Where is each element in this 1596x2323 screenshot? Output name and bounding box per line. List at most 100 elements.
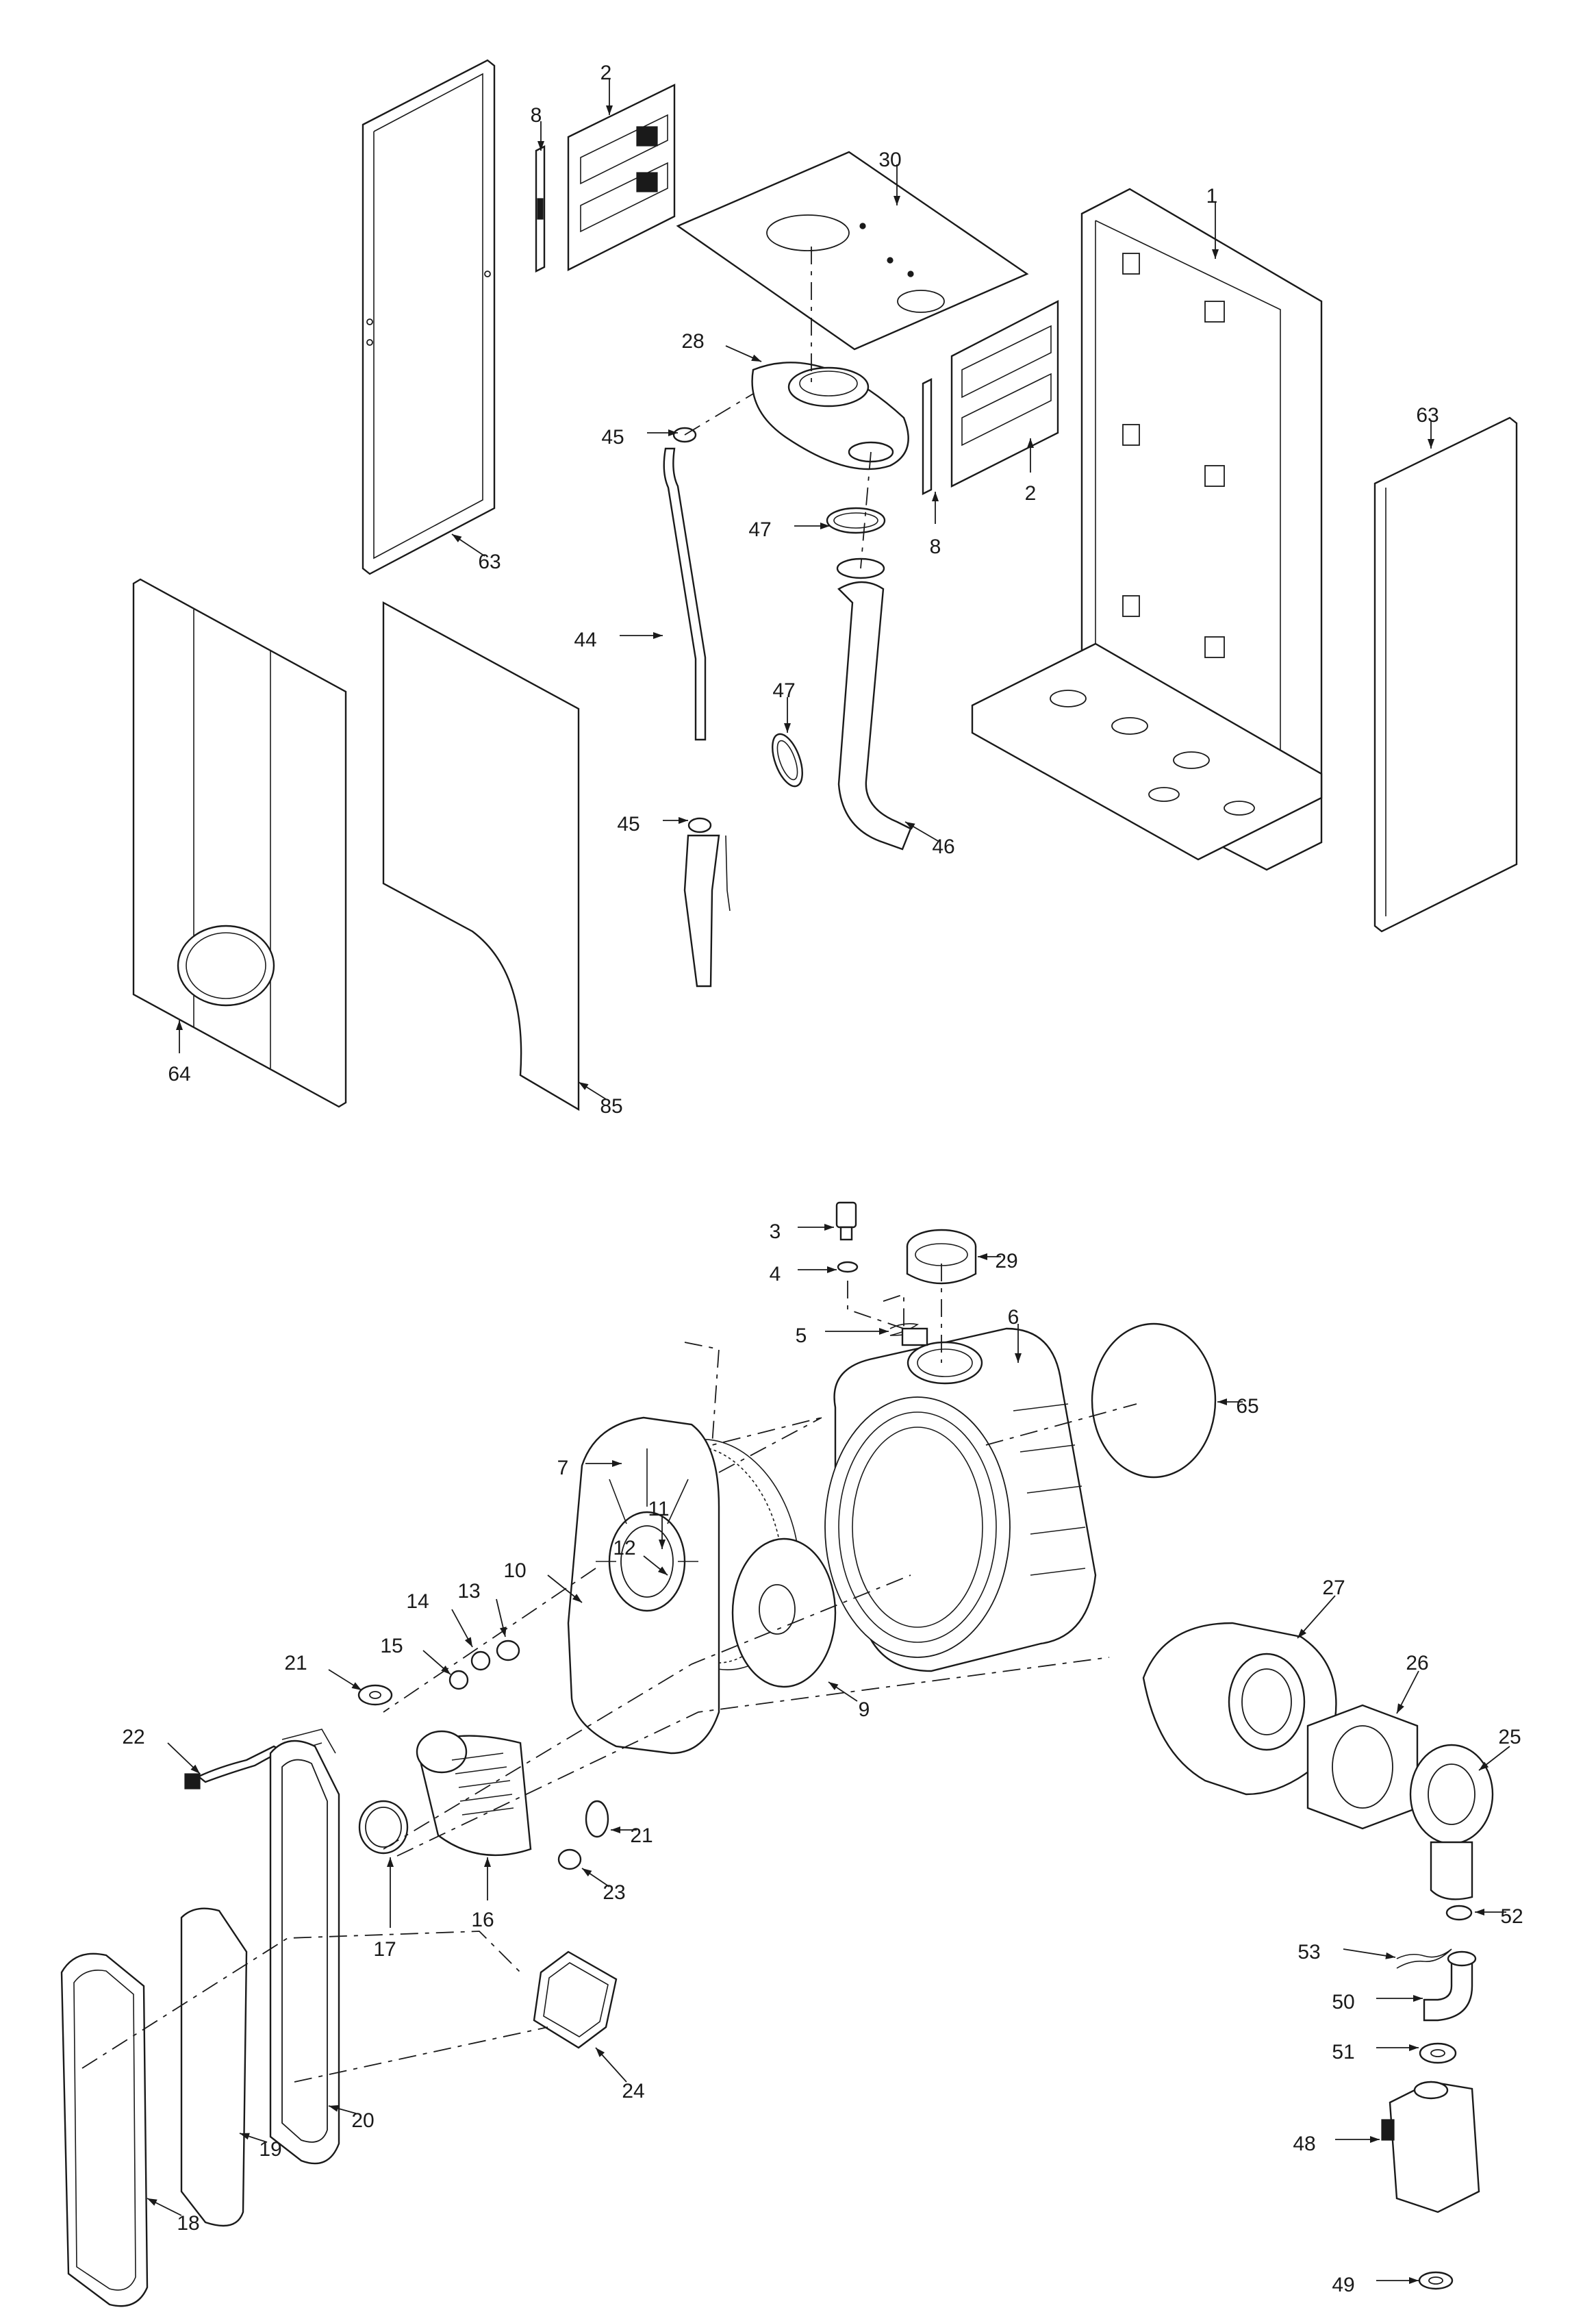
callout-c16: 16 xyxy=(471,1857,494,1931)
callout-label: 48 xyxy=(1293,2133,1315,2155)
insulation-disc-front xyxy=(731,1537,837,1688)
arrowhead xyxy=(894,196,900,205)
callout-c13: 13 xyxy=(457,1580,507,1637)
callout-c50: 50 xyxy=(1332,1991,1423,2013)
callout-c23: 23 xyxy=(581,1868,626,1904)
arrowhead xyxy=(1409,2044,1419,2051)
arrowhead xyxy=(484,1857,491,1867)
callout-c46: 46 xyxy=(904,821,955,858)
callout-label: 13 xyxy=(457,1580,480,1603)
callout-c24: 24 xyxy=(595,2047,645,2102)
hose-clip-lower xyxy=(772,733,803,788)
callout-label: 21 xyxy=(284,1652,307,1674)
gas-pipe-oring xyxy=(1445,1905,1473,1921)
callout-c4: 4 xyxy=(770,1263,837,1285)
side-panel-right xyxy=(1373,416,1518,933)
callout-label: 52 xyxy=(1500,1905,1523,1928)
callout-label: 6 xyxy=(1008,1306,1019,1329)
arrowhead xyxy=(147,2198,157,2206)
callout-label: 26 xyxy=(1406,1652,1428,1674)
condensate-pipe xyxy=(663,427,731,988)
callout-c8b: 8 xyxy=(930,492,941,558)
heat-exchanger-body xyxy=(824,1327,1097,1672)
arrowhead xyxy=(1397,1703,1404,1713)
callout-label: 45 xyxy=(601,426,624,449)
callout-label: 29 xyxy=(995,1250,1017,1272)
gasket-small-top xyxy=(357,1684,393,1706)
arrowhead xyxy=(1217,1398,1227,1405)
callout-c22: 22 xyxy=(122,1726,201,1774)
callout-label: 49 xyxy=(1332,2274,1354,2296)
callout-label: 15 xyxy=(380,1635,403,1657)
assembly-line-top xyxy=(684,247,872,569)
callout-label: 11 xyxy=(648,1498,669,1520)
callout-label: 1 xyxy=(1206,185,1218,208)
arrowhead xyxy=(1385,1952,1395,1959)
insulation-disc-rear xyxy=(1091,1322,1217,1479)
arrowhead xyxy=(1428,439,1434,449)
gas-elbow xyxy=(1423,1950,1477,2022)
callout-label: 18 xyxy=(177,2212,199,2235)
callout-c26: 26 xyxy=(1396,1652,1429,1714)
callout-c52: 52 xyxy=(1475,1905,1523,1928)
callout-label: 44 xyxy=(574,629,596,651)
arrowhead xyxy=(579,1082,589,1090)
arrowhead xyxy=(668,429,678,436)
arrowhead xyxy=(751,354,761,362)
burner-door xyxy=(567,1416,720,1755)
gas-valve xyxy=(1381,2081,1480,2213)
arrowhead xyxy=(1212,249,1219,259)
gas-valve-bottom-washer xyxy=(1418,2271,1454,2290)
callout-c49: 49 xyxy=(1332,2274,1419,2296)
callout-c44: 44 xyxy=(574,629,663,651)
arrowhead xyxy=(452,534,462,542)
callout-label: 27 xyxy=(1322,1577,1345,1599)
arrowhead xyxy=(329,2105,339,2112)
callout-c2b: 2 xyxy=(1025,438,1037,505)
callout-label: 21 xyxy=(630,1824,653,1847)
callout-c3: 3 xyxy=(770,1220,834,1243)
fan-housing xyxy=(1142,1622,1337,1796)
gas-valve-washer xyxy=(1419,2042,1457,2064)
callout-c11: 11 xyxy=(648,1498,670,1549)
arrowhead xyxy=(596,2048,605,2057)
callout-c63b: 63 xyxy=(1416,404,1439,449)
callout-label: 45 xyxy=(617,813,639,836)
gas-pipe-clip xyxy=(1396,1948,1452,1969)
arrowhead xyxy=(499,1627,507,1637)
air-box-seal xyxy=(180,1907,248,2227)
arrowhead xyxy=(1475,1909,1484,1916)
callout-label: 2 xyxy=(1025,482,1037,505)
callout-label: 51 xyxy=(1332,2041,1354,2063)
callout-label: 8 xyxy=(531,104,542,127)
callout-c85: 85 xyxy=(578,1081,623,1118)
inspection-gasket xyxy=(533,1950,618,2049)
callout-label: 19 xyxy=(259,2138,281,2161)
bleed-valve xyxy=(835,1201,857,1241)
air-box-cover xyxy=(60,1952,149,2307)
front-cover xyxy=(132,578,347,1108)
arrowhead xyxy=(879,1328,889,1335)
callout-c65: 65 xyxy=(1217,1395,1259,1418)
arrowhead xyxy=(441,1666,451,1674)
sight-glass-parts xyxy=(448,1640,520,1690)
side-panel-left xyxy=(362,59,496,575)
callout-c7: 7 xyxy=(557,1457,622,1479)
callout-label: 28 xyxy=(681,330,704,353)
callout-c15: 15 xyxy=(380,1635,451,1675)
callout-label: 3 xyxy=(770,1220,781,1243)
callout-label: 12 xyxy=(613,1537,635,1559)
gas-valve-adaptor xyxy=(1409,1744,1494,1900)
callout-c64: 64 xyxy=(168,1020,191,1085)
hose-clip-upper xyxy=(826,507,886,534)
callout-c1: 1 xyxy=(1206,185,1219,259)
arrowhead xyxy=(978,1253,987,1260)
bleed-valve-washer xyxy=(837,1261,859,1273)
callout-label: 24 xyxy=(622,2080,644,2102)
rear-insulation-panel xyxy=(382,601,580,1112)
arrowhead xyxy=(611,1826,620,1833)
arrowhead xyxy=(572,1594,582,1603)
callout-c21a: 21 xyxy=(284,1652,362,1691)
callout-c8a: 8 xyxy=(531,104,544,151)
